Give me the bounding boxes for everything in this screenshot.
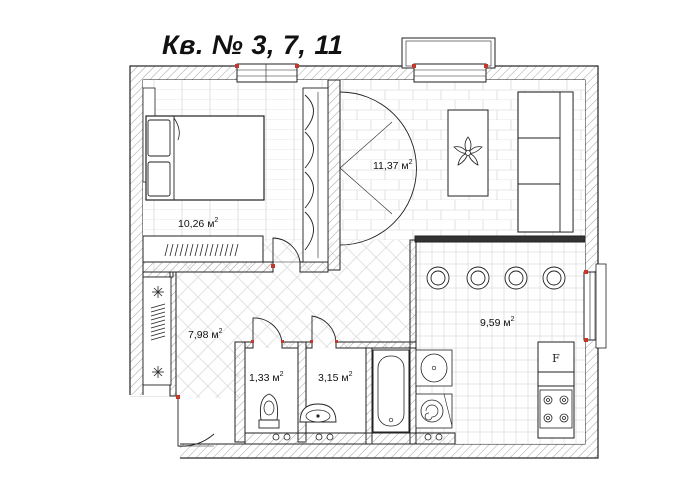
fridge-label: F bbox=[552, 352, 560, 365]
bath-area-label: 3,15 м2 bbox=[318, 371, 353, 384]
wardrobe bbox=[302, 87, 329, 263]
apartment-title: Кв. № 3, 7, 11 bbox=[162, 30, 344, 60]
bathtub bbox=[372, 349, 410, 433]
balcony bbox=[401, 37, 496, 83]
bath-door bbox=[310, 315, 338, 343]
bedroom-dresser bbox=[142, 235, 264, 263]
wc-door bbox=[251, 317, 284, 343]
sofa bbox=[517, 91, 574, 233]
plant-icon bbox=[453, 136, 483, 166]
coffee-table bbox=[447, 109, 489, 197]
hall-floor-right bbox=[340, 240, 415, 348]
lamp-icon bbox=[152, 286, 164, 298]
hall-area-label: 7,98 м2 bbox=[188, 328, 223, 341]
washbasin bbox=[299, 403, 337, 423]
living-door bbox=[339, 91, 417, 246]
hall-closet bbox=[142, 276, 172, 386]
stove-icon bbox=[539, 389, 573, 429]
toilet bbox=[258, 393, 280, 429]
entrance-door bbox=[176, 395, 215, 447]
window-right bbox=[583, 263, 607, 349]
living-area-label: 11,37 м2 bbox=[373, 159, 413, 172]
pipe-fittings bbox=[272, 433, 443, 441]
bar-stools bbox=[426, 266, 566, 290]
bed bbox=[145, 115, 265, 201]
bath-sink bbox=[415, 349, 453, 387]
interior-walls bbox=[142, 79, 586, 445]
lamp-icon bbox=[152, 366, 164, 378]
bedroom-door bbox=[271, 237, 301, 268]
bedroom-area-label: 10,26 м2 bbox=[178, 217, 218, 230]
kitchen-area-label: 9,59 м2 bbox=[480, 316, 515, 329]
hall-floor-left bbox=[175, 270, 240, 398]
window-top-left bbox=[235, 63, 299, 83]
washing-machine bbox=[415, 393, 453, 429]
wc-area-label: 1,33 м2 bbox=[249, 371, 284, 384]
